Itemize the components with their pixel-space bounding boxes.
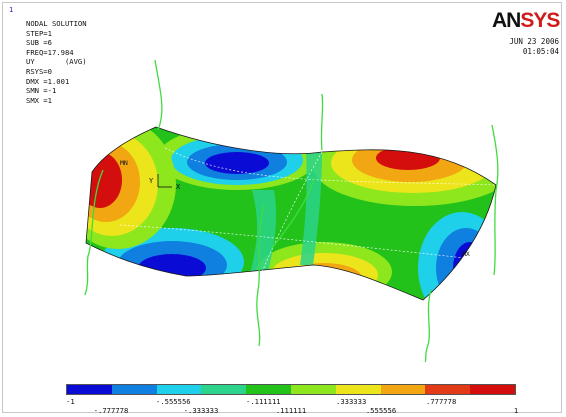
date-label: JUN 23 2006 (509, 37, 559, 46)
contour-top-left-valley (157, 127, 317, 190)
info-smx: SMX =1 (26, 95, 52, 105)
contour-bottom-mid-peak (256, 242, 392, 300)
info-uy: UY (AVG) (26, 57, 87, 67)
ansys-logo: ANSYS (492, 9, 560, 32)
color-bar-tick-label: -.555556 (156, 397, 191, 406)
min-marker-label: MN (120, 159, 128, 167)
contour-left-peak (86, 127, 176, 249)
color-bar-tick-label: .111111 (275, 406, 307, 415)
info-step: STEP=1 (26, 28, 52, 38)
triad-axes: Y X (149, 174, 181, 191)
info-title: NODAL SOLUTION (26, 19, 87, 28)
contour-top-right-peak (313, 127, 496, 206)
time-label: 01:05:04 (522, 47, 559, 56)
color-bar-segment (425, 385, 471, 394)
color-bar-segment (111, 385, 157, 394)
undeformed-edge-lines (84, 59, 499, 363)
window-number: 1 (9, 6, 14, 14)
color-bar-segment (156, 385, 202, 394)
contour-color-bar (66, 384, 516, 395)
color-bar-tick-label: .555556 (365, 406, 397, 415)
result-info-block: NODAL SOLUTION STEP=1 SUB =6 FREQ=17.984… (26, 19, 87, 105)
info-dmx: DMX =1.001 (26, 76, 70, 86)
color-bar-tick-label: .333333 (336, 397, 367, 406)
color-bar-tick-label: -.111111 (246, 397, 281, 406)
axis-y-label: Y (149, 177, 154, 185)
info-smn: SMN =-1 (26, 86, 57, 96)
color-bar-segment (470, 385, 515, 394)
color-bar-tick-label: 1 (513, 406, 519, 415)
center-saddle-band (250, 152, 322, 275)
color-bar-segment (67, 385, 112, 394)
max-marker-label: MX (462, 250, 470, 258)
axis-x-label: X (176, 183, 181, 191)
color-bar-segment (335, 385, 381, 394)
info-sub: SUB =6 (26, 38, 52, 48)
color-bar-segment (290, 385, 336, 394)
color-bar-segment (380, 385, 426, 394)
color-bar-tick-label: -.777778 (93, 406, 129, 415)
mode-shape-surface (85, 126, 497, 301)
info-rsys: RSYS=0 (26, 66, 52, 76)
info-freq: FREQ=17.984 (26, 47, 74, 57)
color-bar-tick-label: .777778 (426, 397, 457, 406)
color-bar-tick-label: -.333333 (183, 406, 219, 415)
color-bar-segment (246, 385, 291, 394)
contour-bottom-right-valley (418, 212, 496, 300)
color-bar-segment (201, 385, 247, 394)
datetime-stamp: JUN 23 2006 01:05:04 (491, 37, 559, 57)
color-bar-tick-label: -1 (66, 397, 75, 406)
